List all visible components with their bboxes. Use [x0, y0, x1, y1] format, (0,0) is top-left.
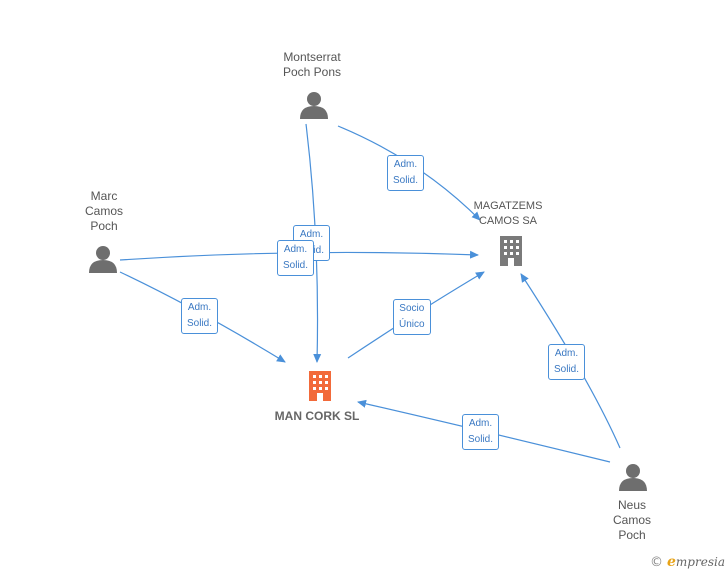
edge-label-marc-magatzems: Adm. Solid.: [277, 240, 315, 276]
edge-label-montserrat-magatzems: Adm. Solid.: [387, 155, 425, 191]
building-icon: [500, 236, 522, 266]
person-icon: [300, 92, 328, 119]
edge-label-marc-mancork: Adm. Solid.: [181, 298, 219, 334]
edge-label-neus-mancork: Adm. Solid.: [462, 414, 500, 450]
node-label-mancork: MAN CORK SL: [274, 409, 360, 423]
node-label-neus: Neus Camos Poch: [612, 498, 651, 542]
node-label-marc: Marc Camos Poch: [84, 189, 123, 233]
node-label-magatzems: MAGATZEMS CAMOS SA: [473, 200, 543, 227]
person-icon: [619, 464, 647, 491]
node-label-montserrat: Montserrat Poch Pons: [282, 50, 342, 79]
edge-label-neus-magatzems: Adm. Solid.: [548, 344, 586, 380]
person-icon: [89, 246, 117, 273]
copyright-symbol: ©: [650, 555, 663, 570]
edge-label-mancork-magatzems: Socio Único: [393, 299, 431, 335]
brand-logo[interactable]: © empresia: [650, 554, 725, 570]
brand-name: mpresia: [675, 555, 725, 569]
brand-initial: e: [667, 554, 676, 570]
building-icon: [309, 371, 331, 401]
